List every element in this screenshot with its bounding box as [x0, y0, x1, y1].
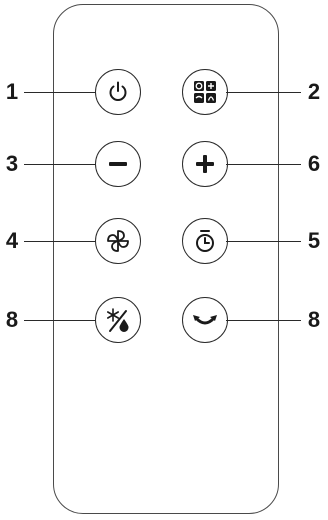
mode-grid-icon: [194, 81, 216, 103]
minus-button[interactable]: [95, 141, 141, 187]
power-icon: [109, 81, 127, 101]
callout-number-mode: 2: [307, 79, 321, 104]
callout-line-fan: [24, 241, 96, 242]
callout-line-plus: [226, 164, 301, 165]
callout-line-dehumidify: [24, 320, 96, 321]
callout-number-swing: 8: [307, 307, 321, 332]
plus-icon: [196, 155, 214, 173]
callout-line-timer: [226, 241, 301, 242]
mode-button[interactable]: [182, 69, 228, 115]
callout-number-plus: 6: [307, 151, 321, 176]
fan-button[interactable]: [95, 218, 141, 264]
callout-line-swing: [226, 320, 301, 321]
callout-number-dehumidify: 8: [5, 307, 19, 332]
fan-icon: [107, 230, 129, 252]
timer-button[interactable]: [182, 218, 228, 264]
callout-number-minus: 3: [5, 151, 19, 176]
power-button[interactable]: [95, 69, 141, 115]
callout-line-mode: [226, 92, 301, 93]
callout-line-power: [24, 92, 96, 93]
snowflake-droplet-icon: [106, 308, 129, 332]
callout-number-power: 1: [5, 79, 19, 104]
dehumidify-button[interactable]: [95, 297, 141, 343]
callout-number-fan: 4: [5, 228, 19, 253]
remote-control-body: [53, 4, 279, 514]
swing-arc-icon: [193, 315, 217, 325]
swing-button[interactable]: [182, 297, 228, 343]
timer-icon: [196, 230, 214, 252]
callout-number-timer: 5: [307, 228, 321, 253]
callout-line-minus: [24, 164, 96, 165]
plus-button[interactable]: [182, 141, 228, 187]
minus-icon: [109, 162, 127, 166]
